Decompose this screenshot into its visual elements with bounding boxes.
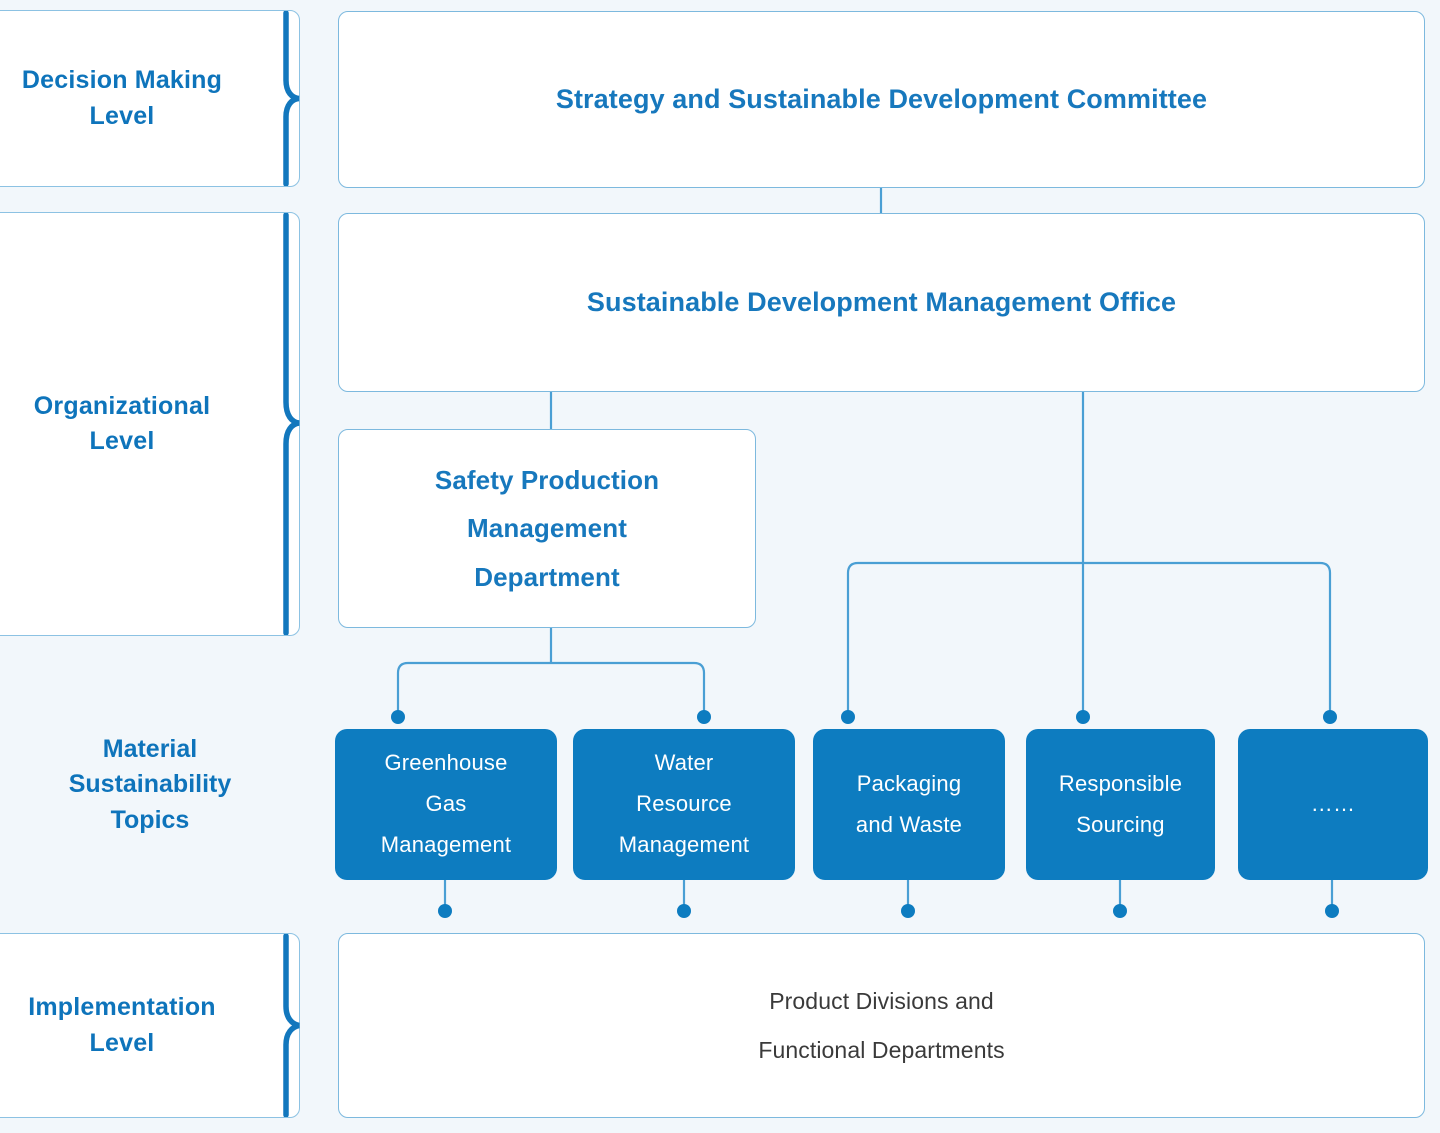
topic-chip-packaging-label: Packaging and Waste [855,770,963,837]
brace-icon-decision [282,11,316,186]
node-strategy-committee[interactable]: Strategy and Sustainable Development Com… [338,11,1425,188]
topic-chip-more-label: …… [1310,791,1356,817]
level-label-decision: Decision Making Level [21,66,223,130]
node-implementation-departments[interactable]: Product Divisions and Functional Departm… [338,933,1425,1118]
topic-chip-ghg-label: Greenhouse Gas Management [380,750,512,857]
dot-below-packaging [901,904,915,918]
dot-below-water [677,904,691,918]
dot-below-more [1325,904,1339,918]
level-panel-implementation: Implementation Level [0,933,300,1118]
dot-below-sourcing [1113,904,1127,918]
level-label-implementation: Implementation Level [28,993,216,1057]
dot-above-ghg [391,710,405,724]
node-safety-production-department-label: Safety Production Management Department [434,464,660,592]
level-panel-decision: Decision Making Level [0,10,300,187]
brace-icon-organizational [282,213,316,635]
level-label-organizational: Organizational Level [33,391,211,456]
topic-chip-water-label: Water Resource Management [618,750,750,857]
topic-chip-water[interactable]: Water Resource Management [573,729,795,880]
topic-chip-packaging[interactable]: Packaging and Waste [813,729,1005,880]
dot-above-sourcing [1076,710,1090,724]
node-implementation-departments-label: Product Divisions and Functional Departm… [758,988,1005,1063]
topic-chip-sourcing[interactable]: Responsible Sourcing [1026,729,1215,880]
brace-icon-implementation [282,934,316,1117]
topic-chip-sourcing-label: Responsible Sourcing [1058,770,1183,837]
dot-below-ghg [438,904,452,918]
level-panel-organizational: Organizational Level [0,212,300,636]
topic-chip-ghg[interactable]: Greenhouse Gas Management [335,729,557,880]
dot-above-water [697,710,711,724]
wire-right-split [846,561,1332,714]
node-sustainable-development-office[interactable]: Sustainable Development Management Offic… [338,213,1425,392]
node-sustainable-development-office-label: Sustainable Development Management Offic… [586,287,1177,318]
level-label-material-topics: Material Sustainability Topics [68,734,232,834]
dot-above-packaging [841,710,855,724]
node-strategy-committee-label: Strategy and Sustainable Development Com… [555,84,1208,115]
node-safety-production-department[interactable]: Safety Production Management Department [338,429,756,628]
topic-chip-more[interactable]: …… [1238,729,1428,880]
dot-above-more [1323,710,1337,724]
wire-safety-split [396,661,706,714]
